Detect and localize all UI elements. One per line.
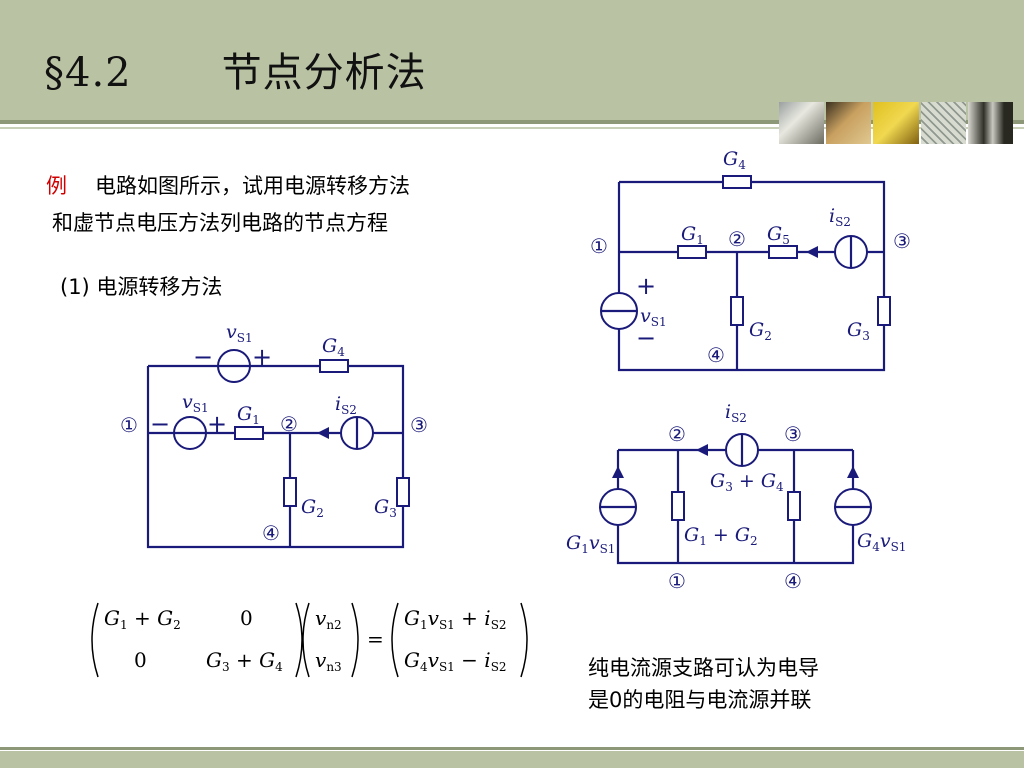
slide-header <box>0 0 1024 120</box>
circuit-transfer: − + − + vS1 G4 vS1 G1 iS2 G2 G3 ① ② ③ ④ <box>120 321 428 549</box>
svg-text:G3: G3 <box>847 319 870 343</box>
example-label: 例 <box>46 174 67 198</box>
svg-text:G2: G2 <box>301 496 324 520</box>
example-line-1: 例 电路如图所示，试用电源转移方法 <box>46 170 410 200</box>
arrow-icon <box>806 246 818 258</box>
svg-text:iS2: iS2 <box>335 393 357 417</box>
slide-footer <box>0 751 1024 768</box>
svg-text:−: − <box>636 324 656 352</box>
header-divider-thin <box>0 127 1024 129</box>
svg-text:iS2: iS2 <box>725 401 747 425</box>
svg-text:G1vS1 + iS2: G1vS1 + iS2 <box>404 606 507 632</box>
svg-text:vS1: vS1 <box>226 321 253 345</box>
svg-text:③: ③ <box>893 229 911 253</box>
people-photo <box>967 102 1014 144</box>
svg-text:G3: G3 <box>374 496 397 520</box>
circuit-equivalent: iS2 G3 + G4 G1 + G2 G1vS1 G4vS1 ② ③ ① ④ <box>566 401 906 593</box>
svg-text:④: ④ <box>262 521 280 545</box>
svg-text:②: ② <box>668 422 686 446</box>
svg-text:−: − <box>150 410 170 438</box>
svg-text:G1 + G2: G1 + G2 <box>684 524 758 548</box>
svg-text:④: ④ <box>784 569 802 593</box>
step1-heading: (1) 电源转移方法 <box>60 275 223 299</box>
resistor-g3-b <box>396 477 410 507</box>
svg-text:G1: G1 <box>681 223 704 247</box>
resistor-g1g2 <box>671 491 685 521</box>
resistor-g4 <box>722 175 752 189</box>
svg-text:0: 0 <box>134 648 147 672</box>
clock-photo <box>779 102 825 144</box>
footer-divider <box>0 747 1024 750</box>
header-photo-strip <box>779 102 1014 144</box>
svg-text:③: ③ <box>410 413 428 437</box>
svg-text:G4vS1: G4vS1 <box>857 530 906 554</box>
resistor-g3 <box>877 296 891 326</box>
label-g4: G4 <box>723 148 746 172</box>
note-line-1: 纯电流源支路可认为电导 <box>588 656 819 680</box>
svg-text:vn2: vn2 <box>315 606 342 632</box>
hand-photo <box>826 102 872 144</box>
resistor-g3g4 <box>787 491 801 521</box>
svg-text:G4vS1 − iS2: G4vS1 − iS2 <box>404 648 507 674</box>
node-equation-matrix: G1 + G2 0 0 G3 + G4 vn2 vn3 = G1vS1 + iS… <box>91 602 528 678</box>
svg-text:G5: G5 <box>767 223 790 247</box>
svg-text:vS1: vS1 <box>182 391 209 415</box>
resistor-g4-b <box>319 359 349 373</box>
svg-text:①: ① <box>120 413 138 437</box>
svg-text:①: ① <box>668 569 686 593</box>
svg-text:=: = <box>367 627 384 651</box>
svg-text:0: 0 <box>240 606 253 630</box>
circuit-original: + − G4 G1 G5 iS2 vS1 G2 G3 ① ② ③ ④ <box>590 148 911 372</box>
svg-text:②: ② <box>280 412 298 436</box>
svg-text:G1vS1: G1vS1 <box>566 532 615 556</box>
grid-photo <box>920 102 966 144</box>
title-text: 节点分析法 <box>221 50 427 96</box>
svg-text:G1: G1 <box>237 403 260 427</box>
example-line-2: 和虚节点电压方法列电路的节点方程 <box>52 211 388 235</box>
tools-photo <box>873 102 919 144</box>
svg-text:vS1: vS1 <box>640 305 667 329</box>
resistor-g1-b <box>234 426 264 440</box>
example-text-1: 电路如图所示，试用电源转移方法 <box>95 174 410 198</box>
svg-text:iS2: iS2 <box>829 205 851 229</box>
header-divider <box>0 120 1024 124</box>
svg-text:G3 + G4: G3 + G4 <box>206 648 283 674</box>
svg-text:①: ① <box>590 234 608 258</box>
svg-text:−: − <box>193 343 213 371</box>
resistor-g2-b <box>283 477 297 507</box>
svg-text:④: ④ <box>707 343 725 367</box>
svg-text:+: + <box>252 343 272 371</box>
svg-text:+: + <box>636 272 656 300</box>
svg-text:vn3: vn3 <box>315 648 342 674</box>
svg-text:②: ② <box>728 227 746 251</box>
section-number: §4.2 <box>44 50 132 96</box>
svg-text:③: ③ <box>784 422 802 446</box>
svg-text:G1 + G2: G1 + G2 <box>104 606 181 632</box>
slide-title: §4.2 节点分析法 <box>44 40 427 98</box>
svg-text:G4: G4 <box>322 335 345 359</box>
resistor-g1 <box>677 245 707 259</box>
resistor-g5 <box>768 245 798 259</box>
svg-text:G3 + G4: G3 + G4 <box>710 470 784 494</box>
resistor-g2 <box>730 296 744 326</box>
svg-text:+: + <box>207 410 227 438</box>
note-line-2: 是0的电阻与电流源并联 <box>588 688 812 712</box>
svg-text:G2: G2 <box>749 319 772 343</box>
